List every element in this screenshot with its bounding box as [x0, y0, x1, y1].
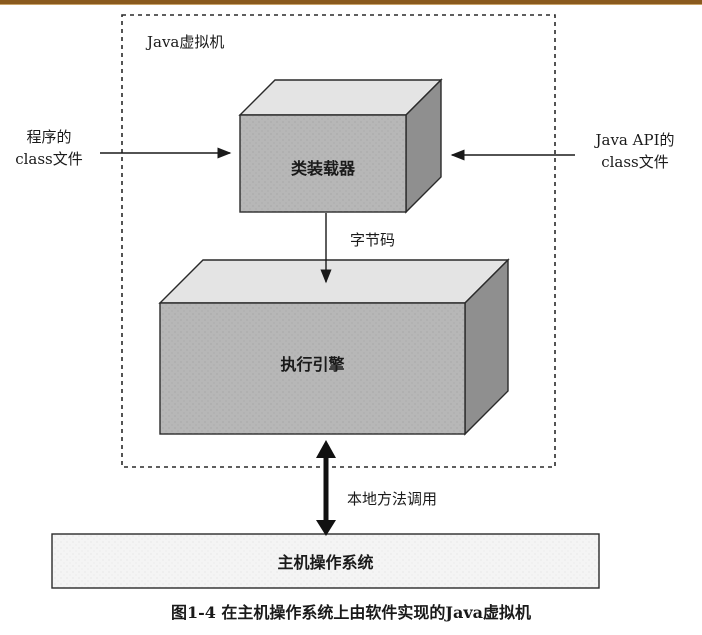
java-api-class-files-line2: class文件 — [601, 153, 669, 171]
top-border-line — [0, 4, 702, 5]
program-class-files-label: 程序的 class文件 — [4, 126, 94, 170]
java-api-class-files-line1: Java API的 — [595, 131, 675, 149]
jvm-title: Java虚拟机 — [147, 33, 225, 51]
program-class-files-line2: class文件 — [15, 150, 83, 168]
host-os-label: 主机操作系统 — [277, 553, 374, 572]
native-calls-label: 本地方法调用 — [347, 490, 438, 508]
native-calls-arrow — [316, 440, 336, 536]
top-border — [0, 0, 702, 4]
java-api-class-files-label: Java API的 class文件 — [580, 129, 690, 173]
execution-engine-box — [158, 258, 510, 436]
bytecode-label: 字节码 — [350, 231, 396, 249]
execution-engine-top — [158, 259, 510, 304]
class-loader-box — [238, 78, 443, 214]
program-class-files-line1: 程序的 — [26, 128, 72, 146]
jvm-boundary — [121, 14, 556, 468]
figure-caption: 图1-4 在主机操作系统上由软件实现的Java虚拟机 — [170, 603, 532, 622]
execution-engine-label: 执行引擎 — [280, 355, 345, 374]
class-loader-label: 类装载器 — [290, 159, 355, 178]
